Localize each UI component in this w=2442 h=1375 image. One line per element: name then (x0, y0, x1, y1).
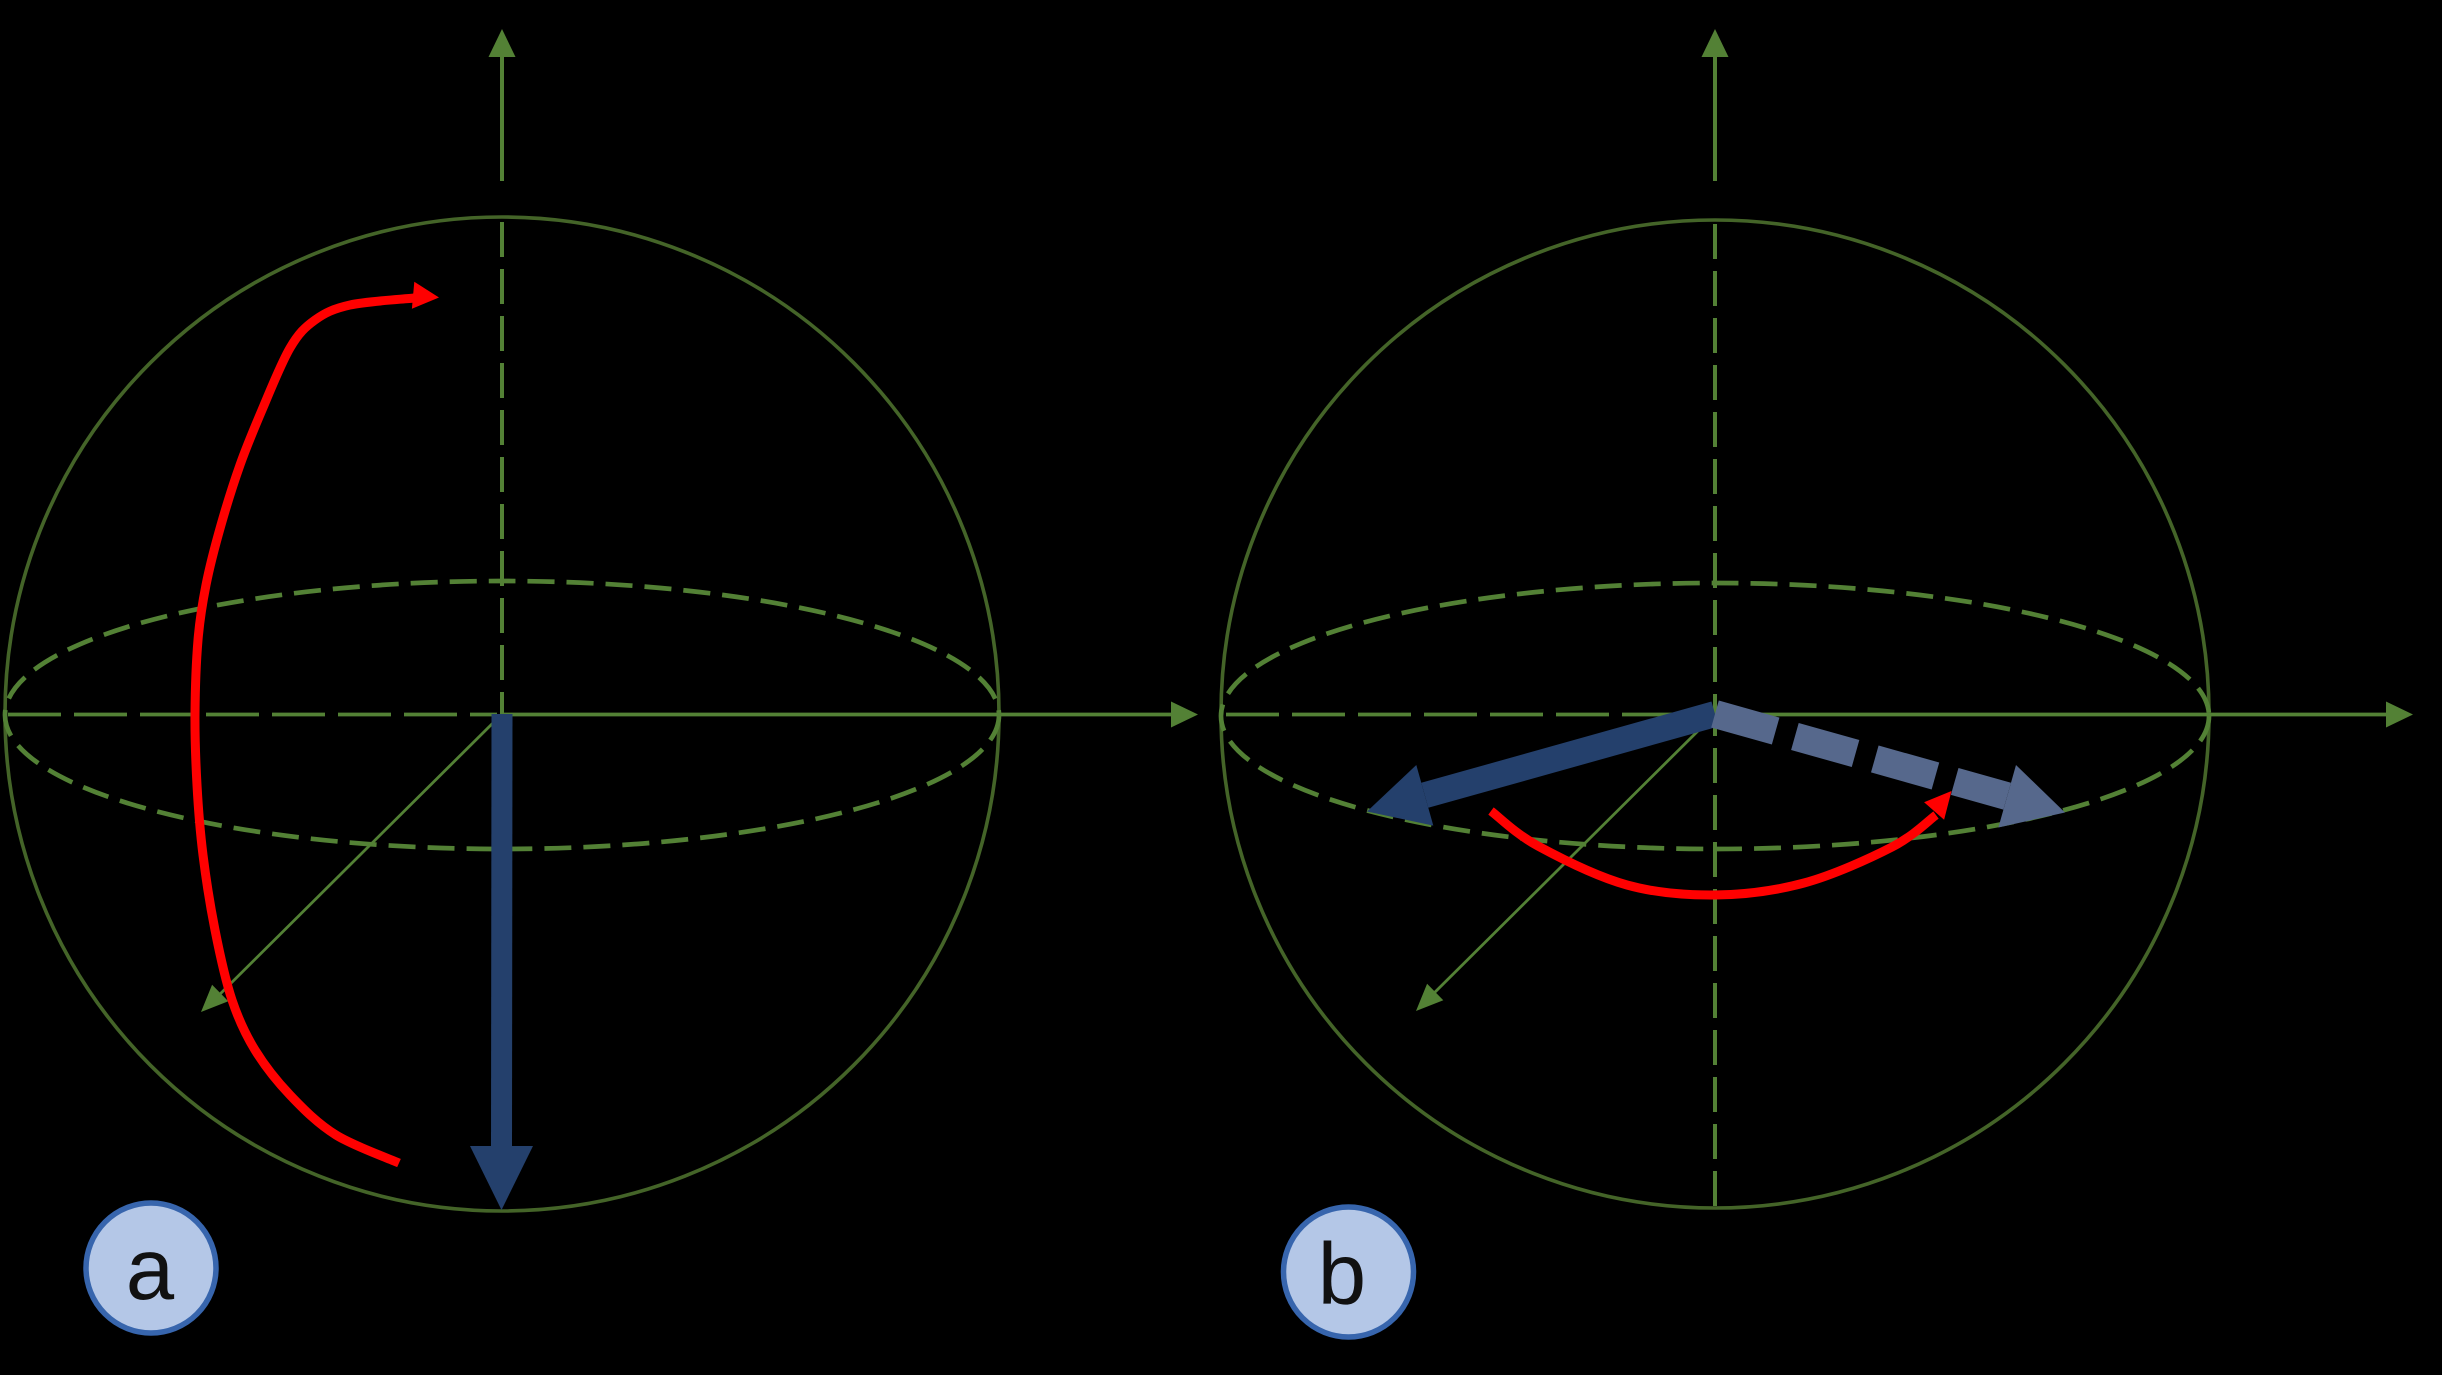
svg-text:b: b (1318, 1226, 1366, 1323)
svg-text:a: a (126, 1221, 175, 1318)
